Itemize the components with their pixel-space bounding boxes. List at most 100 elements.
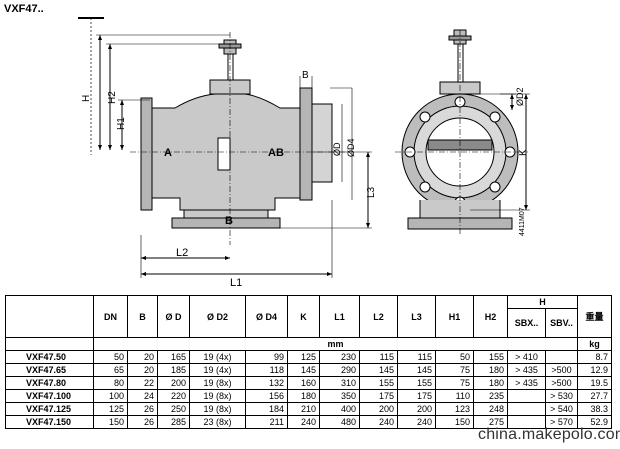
cell-value: 38.3 [577, 402, 612, 416]
cell-value: 99 [245, 350, 288, 364]
cell-value: 100 [93, 389, 128, 403]
cell-value: 175 [397, 389, 436, 403]
cell-value: >500 [545, 376, 578, 390]
valve-drawing: H H2 H1 A AB B B ØD ØD4 L1 L2 L3 [78, 17, 530, 289]
cell-value: 180 [473, 363, 508, 377]
cell-value: 156 [245, 389, 288, 403]
label-b-top: B [302, 70, 309, 81]
cell-value: 480 [319, 415, 360, 429]
drawing-code: 4411M07 [519, 207, 526, 236]
cell-value: 19 (8x) [189, 402, 246, 416]
cell-value: 400 [319, 402, 360, 416]
cell-value: 150 [93, 415, 128, 429]
cell-value: 50 [435, 350, 474, 364]
cell-value: 115 [397, 350, 436, 364]
cell-value: 310 [319, 376, 360, 390]
cell-value: > 435 [507, 376, 546, 390]
cell-value: 160 [287, 376, 320, 390]
cell-value: 145 [287, 363, 320, 377]
cell-value: 200 [397, 402, 436, 416]
cell-value: 118 [245, 363, 288, 377]
cell-value: 80 [93, 376, 128, 390]
cell-value: 230 [319, 350, 360, 364]
side-view [78, 17, 372, 278]
cell-value: 20 [127, 350, 158, 364]
cell-value: 150 [435, 415, 474, 429]
label-port-a: A [164, 147, 172, 159]
cell-model: VXF47.125 [5, 402, 94, 416]
header-sbx: SBX.. [507, 308, 546, 338]
cell-value: 350 [319, 389, 360, 403]
page-title: VXF47.. [4, 3, 44, 15]
cell-value: 75 [435, 363, 474, 377]
unit-kg: kg [577, 337, 612, 351]
cell-value: 248 [473, 402, 508, 416]
label-port-b-bottom: B [225, 215, 233, 227]
cell-value: 23 (8x) [189, 415, 246, 429]
cell-value [545, 350, 578, 364]
cell-value: > 570 [545, 415, 578, 429]
cell-value: 132 [245, 376, 288, 390]
cell-value: 145 [359, 363, 398, 377]
cell-value: 26 [127, 415, 158, 429]
watermark: china.makepolo.com [478, 426, 620, 443]
cell-model: VXF47.100 [5, 389, 94, 403]
cell-value: 50 [93, 350, 128, 364]
cell-value: 235 [473, 389, 508, 403]
cell-value: 75 [435, 376, 474, 390]
header-l2: L2 [359, 295, 398, 338]
unit-row-model [5, 337, 94, 351]
header-b: B [127, 295, 158, 338]
header-k: K [287, 295, 320, 338]
cell-value: 19 (4x) [189, 350, 246, 364]
header-h1: H1 [435, 295, 474, 338]
cell-value: 123 [435, 402, 474, 416]
cell-value: 165 [157, 350, 190, 364]
cell-value: >500 [545, 363, 578, 377]
cell-value: 175 [359, 389, 398, 403]
cell-value: 19.5 [577, 376, 612, 390]
cell-value: 220 [157, 389, 190, 403]
header-od: Ø D [157, 295, 190, 338]
cell-value: 125 [287, 350, 320, 364]
header-l3: L3 [397, 295, 436, 338]
cell-value: 19 (8x) [189, 376, 246, 390]
cell-value: 22 [127, 376, 158, 390]
cell-value: 19 (8x) [189, 389, 246, 403]
cell-value: > 530 [545, 389, 578, 403]
label-od4: ØD4 [346, 138, 356, 157]
cell-value: 240 [359, 415, 398, 429]
cell-value: 52.9 [577, 415, 612, 429]
cell-value: 184 [245, 402, 288, 416]
cell-value: 145 [397, 363, 436, 377]
cell-model: VXF47.80 [5, 376, 94, 390]
label-l1: L1 [230, 277, 242, 289]
cell-value: 211 [245, 415, 288, 429]
cell-value: 200 [157, 376, 190, 390]
cell-value: > 540 [545, 402, 578, 416]
cell-value: 125 [93, 402, 128, 416]
label-l2: L2 [176, 247, 188, 259]
cell-model: VXF47.50 [5, 350, 94, 364]
cell-value: 290 [319, 363, 360, 377]
cell-value [507, 402, 546, 416]
cell-value: 155 [473, 350, 508, 364]
header-h-group: H [507, 295, 578, 309]
label-l3: L3 [366, 186, 377, 198]
cell-value: 185 [157, 363, 190, 377]
cell-value: 155 [397, 376, 436, 390]
cell-value: > 435 [507, 363, 546, 377]
cell-value: 20 [127, 363, 158, 377]
cell-value: 115 [359, 350, 398, 364]
label-h: H [81, 95, 92, 102]
cell-value: 250 [157, 402, 190, 416]
cell-value: 180 [287, 389, 320, 403]
cell-value: 240 [287, 415, 320, 429]
cell-value: 24 [127, 389, 158, 403]
